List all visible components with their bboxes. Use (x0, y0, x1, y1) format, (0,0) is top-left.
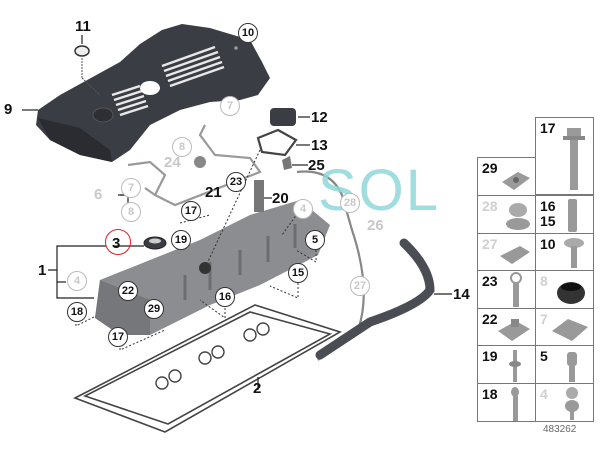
cable-clip-icon (506, 203, 530, 230)
cage-nut-icon (498, 319, 530, 341)
callout-1[interactable]: 1 (38, 262, 47, 279)
callout-13[interactable]: 13 (311, 137, 328, 154)
grid-cell-27[interactable]: 27 (477, 233, 536, 271)
callout-27[interactable]: 27 (350, 276, 370, 296)
callout-8b[interactable]: 8 (121, 202, 141, 222)
ball-stud-icon (565, 387, 579, 420)
stud-bolt-long-icon (511, 387, 519, 421)
gasket-set[interactable] (73, 304, 342, 433)
callout-28[interactable]: 28 (340, 193, 360, 213)
grid-cell-4[interactable]: 4 (535, 383, 594, 422)
callout-17a[interactable]: 17 (181, 201, 201, 221)
bracket-frame[interactable] (127, 124, 262, 207)
grid-cell-7[interactable]: 7 (535, 308, 594, 346)
callout-26[interactable]: 26 (367, 217, 384, 234)
grid-label: 17 (540, 120, 556, 136)
grid-label: 22 (482, 311, 498, 327)
callout-19[interactable]: 19 (171, 230, 191, 250)
grid-cell-23[interactable]: 23 (477, 270, 536, 309)
callout-11[interactable]: 11 (75, 18, 91, 35)
callout-24[interactable]: 24 (164, 154, 181, 171)
callout-23[interactable]: 23 (226, 172, 246, 192)
grid-cell-22[interactable]: 22 (477, 308, 536, 346)
callout-15[interactable]: 15 (288, 263, 308, 283)
oil-filler-part (254, 180, 264, 212)
stud-bolt-icon (509, 350, 521, 382)
cap-part[interactable] (270, 108, 296, 126)
grid-cell-8[interactable]: 8 (535, 270, 594, 309)
hose-clip-icon (500, 246, 530, 264)
clip-nut-icon (502, 172, 530, 190)
grid-label: 5 (540, 348, 548, 364)
plug-part[interactable] (194, 156, 206, 168)
flange-bolt-icon (563, 128, 585, 190)
callout-14[interactable]: 14 (453, 286, 470, 303)
engine-cover[interactable] (36, 24, 270, 162)
callout-16[interactable]: 16 (215, 287, 235, 307)
callout-18[interactable]: 18 (67, 302, 87, 322)
cover-clip-part[interactable] (74, 45, 101, 96)
highlight-ring (105, 229, 131, 255)
grid-label: 4 (540, 386, 548, 402)
spacer-stud-icon (567, 352, 577, 382)
grid-label: 29 (482, 160, 498, 176)
grid-cell-29[interactable]: 29 (477, 157, 536, 196)
watermark-text: SOL (318, 158, 441, 223)
screw-icon (564, 238, 584, 268)
leader-lines (22, 35, 452, 390)
grid-label: 10 (540, 236, 556, 252)
callout-29[interactable]: 29 (144, 299, 164, 319)
grid-cell-5[interactable]: 5 (535, 345, 594, 384)
stud-icon (568, 199, 577, 232)
callout-5[interactable]: 5 (305, 230, 325, 250)
callout-21[interactable]: 21 (205, 184, 222, 201)
grid-label: 27 (482, 236, 498, 252)
callout-10[interactable]: 10 (238, 23, 258, 43)
grid-cell-19[interactable]: 19 (477, 345, 536, 384)
vent-hose[interactable] (296, 170, 365, 361)
callout-4[interactable]: 4 (293, 199, 313, 219)
grid-label: 7 (540, 311, 548, 327)
bolt-icon (510, 272, 522, 307)
grid-cell-10[interactable]: 10 (535, 233, 594, 271)
grid-cell-17[interactable]: 17 (535, 117, 594, 195)
callout-7b[interactable]: 7 (121, 178, 141, 198)
callout-9[interactable]: 9 (4, 101, 13, 118)
callout-12[interactable]: 12 (311, 109, 328, 126)
callout-8a[interactable]: 8 (172, 137, 192, 157)
grid-label: 8 (540, 273, 548, 289)
callout-4b[interactable]: 4 (67, 271, 87, 291)
spring-clip-icon (552, 319, 588, 341)
callout-20[interactable]: 20 (272, 190, 289, 207)
callout-17b[interactable]: 17 (108, 327, 128, 347)
grid-label: 19 (482, 348, 498, 364)
callout-7a[interactable]: 7 (220, 96, 240, 116)
grid-cell-18[interactable]: 18 (477, 383, 536, 422)
grommet-icon (557, 282, 585, 304)
grid-label: 18 (482, 386, 498, 402)
hose-clip-part[interactable] (282, 156, 292, 170)
document-number: 483262 (543, 424, 577, 435)
callout-2[interactable]: 2 (253, 380, 262, 397)
breather-hose[interactable] (315, 238, 435, 360)
callout-22[interactable]: 22 (118, 281, 138, 301)
grid-label: 23 (482, 273, 498, 289)
callout-25[interactable]: 25 (308, 157, 325, 174)
grid-cell-28[interactable]: 28 (477, 195, 536, 234)
seal-gasket-part[interactable] (256, 128, 298, 157)
callout-6[interactable]: 6 (94, 186, 103, 203)
grid-label: 28 (482, 198, 498, 214)
